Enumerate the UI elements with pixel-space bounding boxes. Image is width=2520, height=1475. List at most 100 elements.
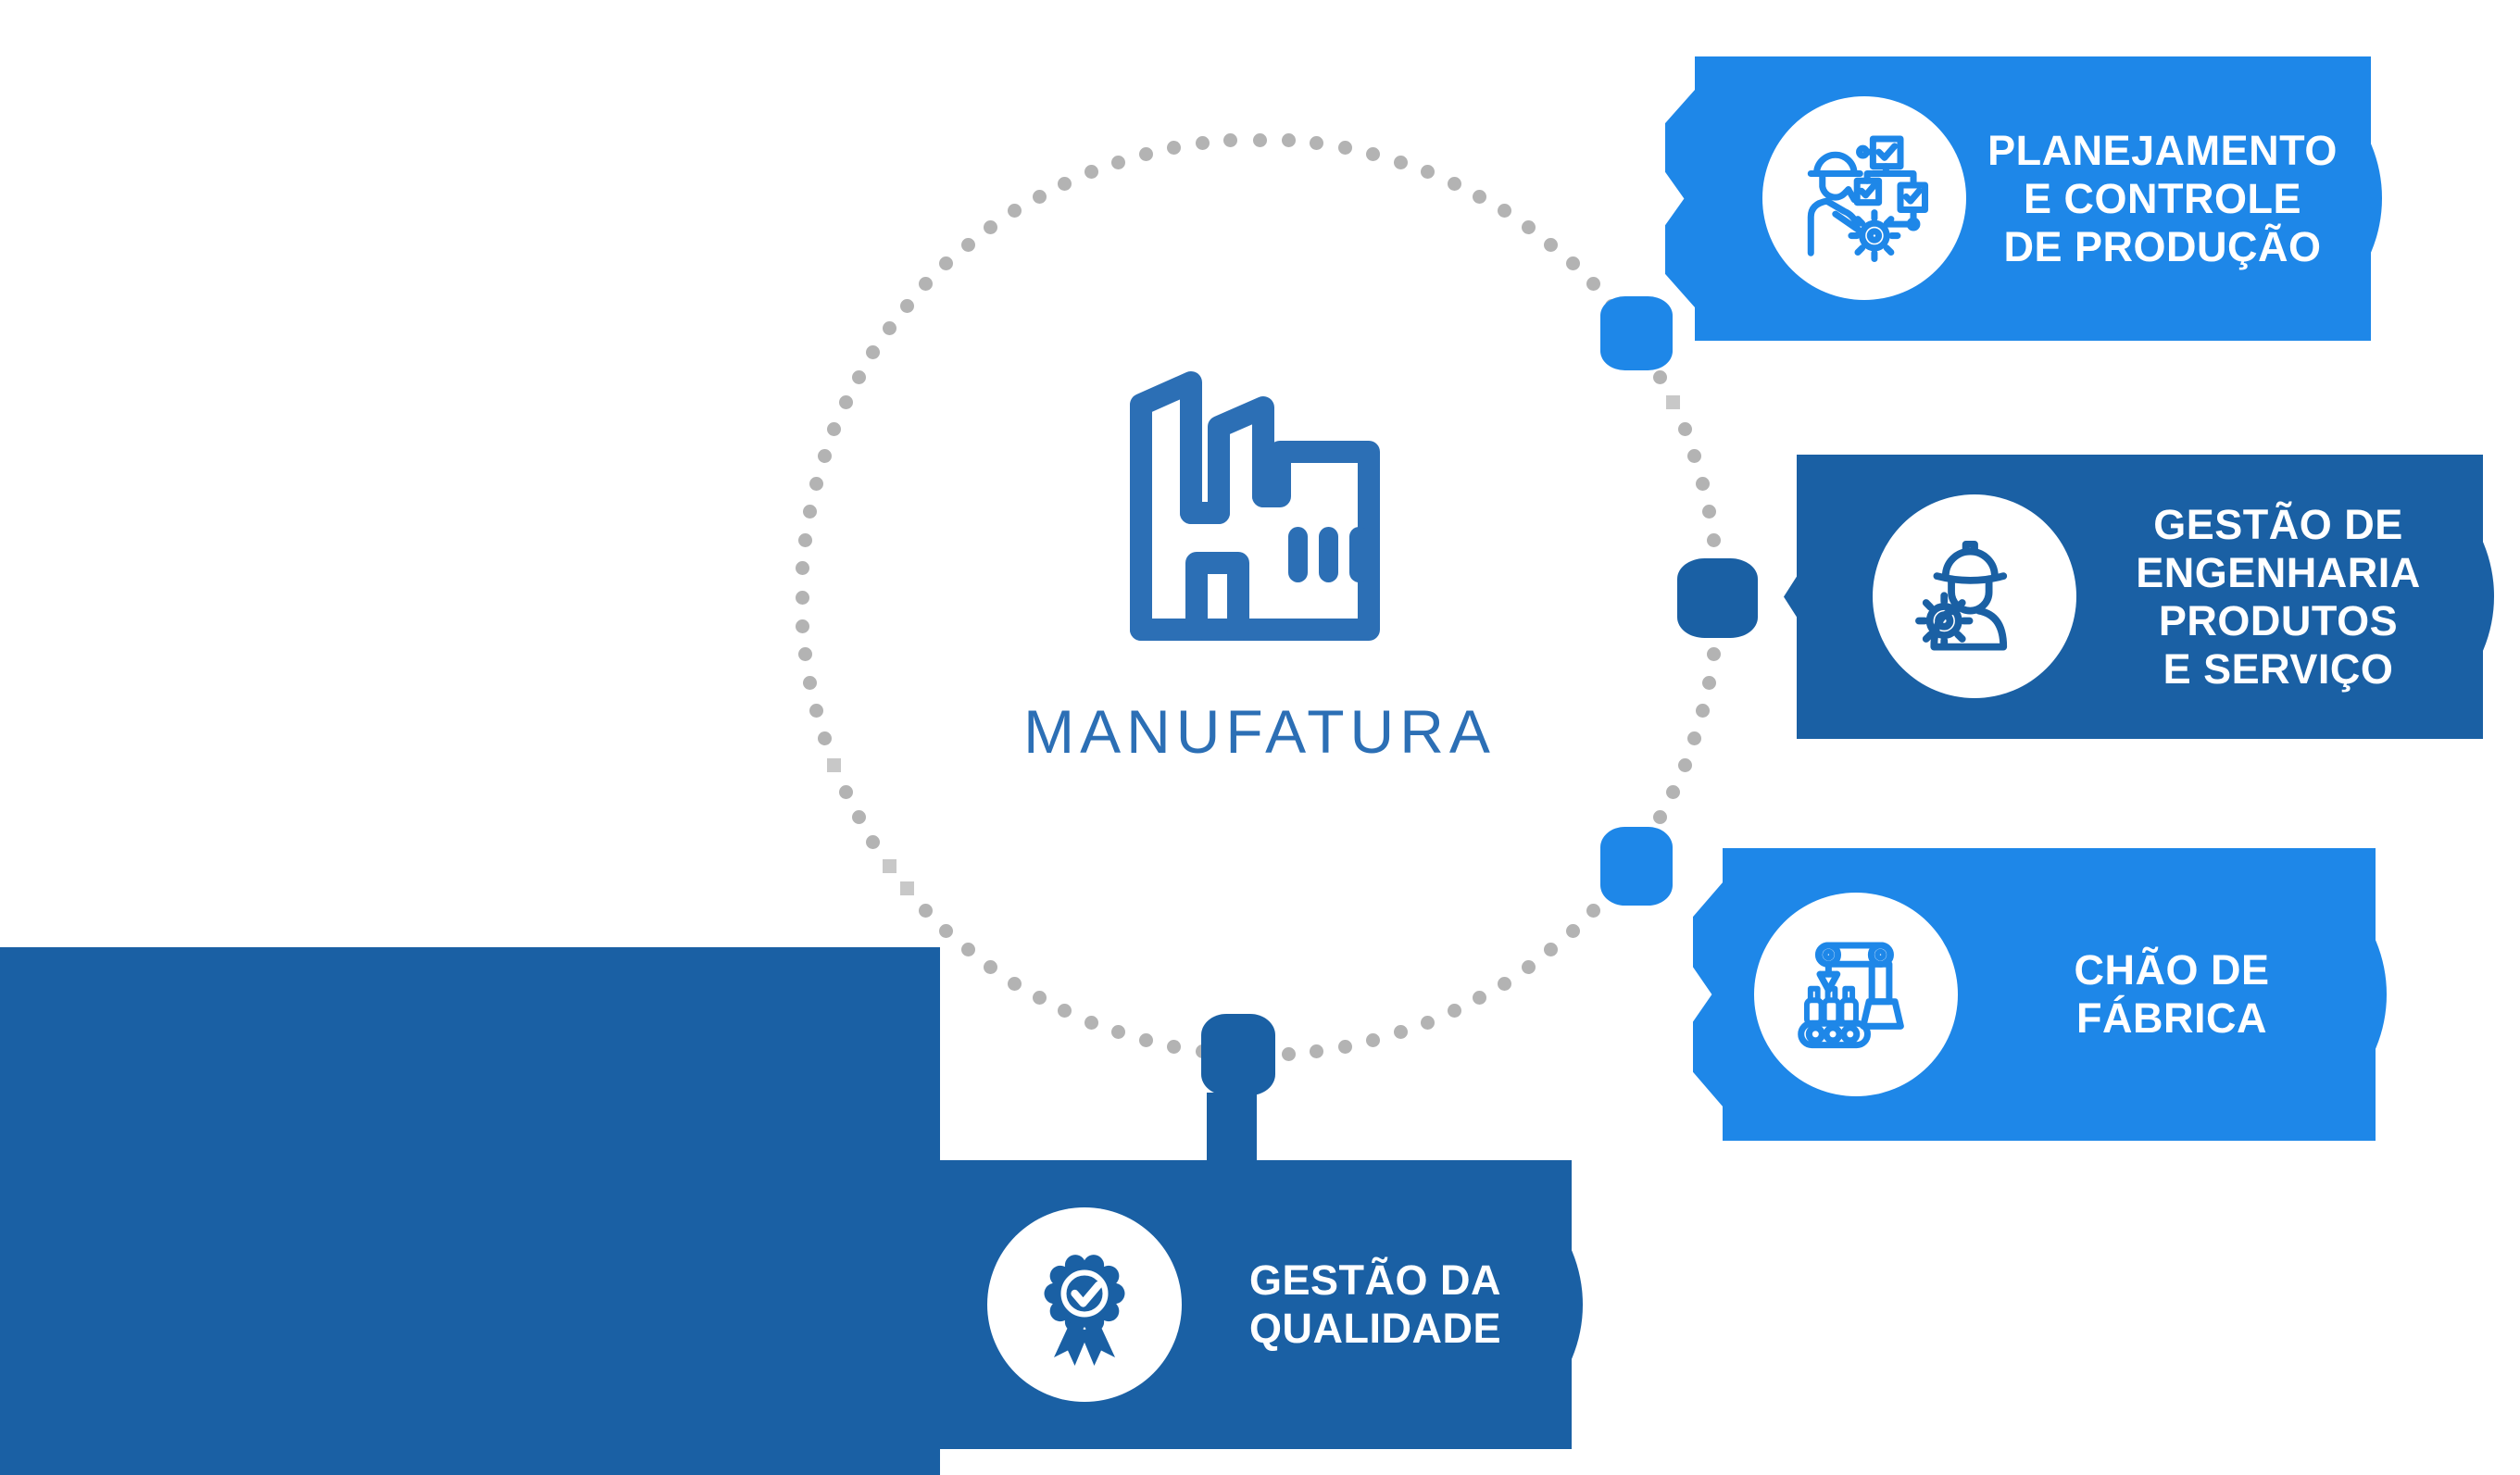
ring-dot	[1421, 1015, 1436, 1030]
ring-dot	[866, 835, 881, 850]
ring-dot	[1394, 155, 1409, 169]
ring-dot	[1421, 165, 1436, 180]
ring-dot	[1677, 421, 1692, 436]
quality-badge-icon	[1044, 1255, 1125, 1366]
ring-dot	[827, 421, 842, 436]
ring-dot	[1447, 176, 1461, 191]
ring-dot	[798, 532, 813, 547]
ring-dot	[1706, 647, 1721, 662]
card-title: CHÃO DE FÁBRICA	[2074, 946, 2270, 1042]
ring-dot	[1521, 960, 1536, 975]
ring-dot	[1565, 923, 1580, 938]
ring-dot	[817, 731, 832, 746]
ring-connector-right	[1677, 558, 1758, 638]
ring-dot	[1007, 204, 1022, 219]
ring-dot	[899, 298, 914, 313]
ring-dot	[803, 676, 818, 691]
ring-dot	[984, 219, 998, 234]
ring-dot	[1032, 189, 1047, 204]
ring-dot	[1223, 133, 1238, 148]
ring-dot	[1084, 1015, 1098, 1030]
ring-dot	[803, 504, 818, 519]
ring-dot	[1338, 1039, 1353, 1054]
ring-dot	[919, 903, 934, 918]
ring-dot	[1544, 943, 1559, 957]
ring-connector-bottom	[1201, 1014, 1275, 1095]
ring-dot	[1687, 731, 1702, 746]
ring-dot	[1394, 1025, 1409, 1040]
connector-stem	[1207, 1093, 1257, 1162]
ring-dot	[960, 237, 975, 252]
ring-dot	[796, 561, 810, 576]
card-title: PLANEJAMENTO E CONTROLE DE PRODUÇÃO	[1987, 126, 2338, 270]
ring-dot	[1586, 903, 1600, 918]
ring-dot	[1701, 676, 1716, 691]
ring-dot	[1653, 810, 1668, 825]
ring-dot	[1677, 758, 1692, 773]
ring-dot	[1366, 147, 1381, 162]
ring-dot	[1007, 976, 1022, 991]
ring-dot	[882, 321, 896, 336]
ring-dot	[1281, 133, 1296, 148]
ring-dot	[1498, 204, 1512, 219]
ring-dot	[1366, 1032, 1381, 1047]
ring-dot	[1058, 176, 1072, 191]
card-title: GESTÃO DE ENGENHARIA PRODUTOS E SERVIÇO	[2136, 500, 2421, 693]
card-chao-de-fabrica: CHÃO DE FÁBRICA	[1693, 848, 2387, 1141]
ring-dot	[1110, 155, 1125, 169]
ring-dot	[1695, 704, 1710, 719]
ring-dot	[838, 395, 853, 410]
shop-floor-icon	[1798, 942, 1904, 1049]
ring-connector-top-right	[1600, 296, 1673, 370]
card-icon-circle	[1754, 893, 1958, 1096]
card-icon-circle	[1762, 96, 1966, 300]
factory-icon	[1113, 369, 1391, 646]
ring-dot	[1195, 136, 1210, 151]
ring-dot	[1586, 277, 1600, 292]
card-planejamento: PLANEJAMENTO E CONTROLE DE PRODUÇÃO	[1665, 56, 2382, 341]
ring-dot	[1166, 1039, 1181, 1054]
ring-dot	[939, 923, 954, 938]
card-ribbon-tail	[1665, 87, 1697, 310]
ring-dot	[809, 476, 824, 491]
production-planning-icon	[1807, 135, 1929, 263]
ring-dot	[798, 647, 813, 662]
ring-dot	[1447, 1004, 1461, 1019]
ring-dot	[1310, 136, 1324, 151]
ring-dot	[1565, 256, 1580, 271]
card-title: GESTÃO DA QUALIDADE	[1248, 1256, 1502, 1352]
card-engenharia: GESTÃO DE ENGENHARIA PRODUTOS E SERVIÇO	[1784, 455, 2494, 739]
ring-square-dot	[827, 758, 842, 773]
ring-dot	[809, 704, 824, 719]
ring-square-dot	[882, 858, 896, 873]
ring-dot	[1695, 476, 1710, 491]
ring-dot	[1521, 219, 1536, 234]
ring-dot	[1701, 504, 1716, 519]
ring-dot	[1032, 991, 1047, 1006]
card-icon-circle	[1873, 494, 2076, 698]
corner-accent-rectangle	[0, 947, 940, 1475]
ring-dot	[796, 619, 810, 633]
ring-dot	[1338, 141, 1353, 156]
ring-dot	[1666, 784, 1681, 799]
card-qualidade: GESTÃO DA QUALIDADE	[940, 1160, 1583, 1449]
ring-dot	[795, 590, 809, 605]
ring-dot	[1687, 448, 1702, 463]
card-icon-circle	[987, 1207, 1182, 1402]
ring-dot	[1058, 1004, 1072, 1019]
ring-dot	[866, 344, 881, 359]
ring-dot	[1138, 1032, 1153, 1047]
ring-dot	[1498, 976, 1512, 991]
ring-dot	[1084, 165, 1098, 180]
ring-dot	[960, 943, 975, 957]
ring-dot	[817, 448, 832, 463]
ring-dot	[1473, 189, 1487, 204]
ring-dot	[1473, 991, 1487, 1006]
ring-dot	[1166, 141, 1181, 156]
ring-dot	[1252, 132, 1267, 147]
ring-dot	[1544, 237, 1559, 252]
ring-dot	[1310, 1044, 1324, 1058]
ring-dot	[1110, 1025, 1125, 1040]
ring-dot	[984, 960, 998, 975]
